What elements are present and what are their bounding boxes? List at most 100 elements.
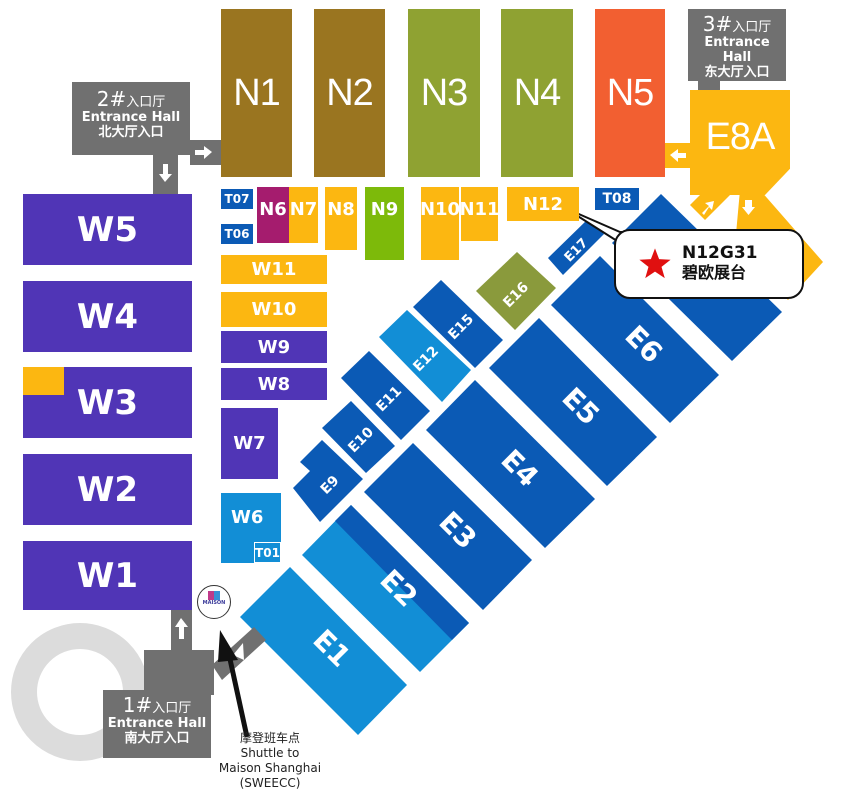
hall-n12-label: N12 <box>522 193 564 215</box>
w3-highlight-block <box>23 367 64 395</box>
entrance-east[interactable]: 3#入口厅 Entrance Hall 东大厅入口 <box>688 9 786 81</box>
hall-n2-label: N2 <box>326 71 374 114</box>
hall-e12[interactable] <box>379 310 471 402</box>
hall-e4[interactable] <box>426 380 595 548</box>
shuttle-arrow-line <box>225 649 250 738</box>
maison-logo[interactable]: MAISON <box>197 585 231 619</box>
hall-t01[interactable]: T01 <box>254 542 281 563</box>
hall-e2[interactable] <box>302 505 469 672</box>
entrance-south-num: 1# <box>122 693 153 717</box>
hall-e8a-label: E8A <box>705 116 776 158</box>
hall-w11[interactable]: W11 <box>221 255 327 284</box>
hall-t06[interactable]: T06 <box>221 224 253 244</box>
hall-n6[interactable]: N6 <box>257 187 289 243</box>
hall-w1[interactable]: W1 <box>23 541 192 610</box>
hall-t07-label: T07 <box>224 192 250 206</box>
entrance-north-zh: 北大厅入口 <box>98 124 164 140</box>
hall-e3[interactable] <box>364 443 532 610</box>
hall-n8-label: N8 <box>327 199 355 220</box>
entrance-south-zh: 南大厅入口 <box>124 730 190 746</box>
hall-e15[interactable] <box>413 280 503 368</box>
hall-w4-label: W4 <box>76 296 139 337</box>
e8a-n5-connector <box>665 143 690 168</box>
entrance-north-zh-title: 入口厅 <box>126 95 166 110</box>
hall-n5[interactable]: N5 <box>595 9 665 177</box>
hall-e9[interactable] <box>293 440 363 522</box>
hall-t07[interactable]: T07 <box>221 189 253 209</box>
entrance-north[interactable]: 2#入口厅 Entrance Hall 北大厅入口 <box>72 82 190 155</box>
entrance-north-connector-down <box>153 155 178 194</box>
entrance-east-en: Entrance Hall <box>704 35 770 65</box>
shuttle-zh: 摩登班车点 <box>239 731 300 745</box>
hall-n9-label: N9 <box>370 199 399 220</box>
hall-e11[interactable] <box>341 351 430 440</box>
hall-n9[interactable]: N9 <box>365 187 404 260</box>
hall-w2-label: W2 <box>76 469 139 510</box>
hall-t06-label: T06 <box>224 227 250 241</box>
hall-w4[interactable]: W4 <box>23 281 192 352</box>
hall-e1[interactable] <box>240 567 407 735</box>
hall-w5[interactable]: W5 <box>23 194 192 265</box>
arrow-left-icon <box>670 149 686 162</box>
hall-n4[interactable]: N4 <box>501 9 573 177</box>
arrow-down-icon <box>742 200 755 215</box>
hall-n11-label: N11 <box>459 199 500 220</box>
entrance-south-zh-title: 入口厅 <box>152 701 192 716</box>
hall-w6-label: W6 <box>231 507 264 528</box>
booth-callout[interactable]: N12G31 碧欧展台 <box>614 229 804 299</box>
entrance-south-en: Entrance Hall <box>107 716 207 731</box>
hall-w9[interactable]: W9 <box>221 331 327 363</box>
hall-w1-label: W1 <box>76 555 139 596</box>
entrance-south-block <box>144 650 214 695</box>
hall-n5-label: N5 <box>606 71 655 114</box>
hall-w2[interactable]: W2 <box>23 454 192 525</box>
hall-w3[interactable]: W3 <box>23 367 192 438</box>
arrow-up-right-icon <box>233 643 244 660</box>
hall-w10-label: W10 <box>251 299 297 320</box>
hall-n1-label: N1 <box>233 71 281 114</box>
hall-n11[interactable]: N11 <box>459 187 500 241</box>
hall-n6-label: N6 <box>259 199 287 220</box>
hall-w9-label: W9 <box>257 336 291 358</box>
hall-e16[interactable] <box>476 252 556 330</box>
entrance-east-zh: 东大厅入口 <box>704 64 770 80</box>
hall-n2[interactable]: N2 <box>314 9 385 177</box>
entrance-east-stem <box>698 81 720 90</box>
hall-w8-label: W8 <box>257 373 291 395</box>
entrance-south-stem <box>171 610 192 652</box>
entrance-east-zh-title: 入口厅 <box>732 20 772 35</box>
shuttle-arrow-head-icon <box>218 630 238 662</box>
hall-w8[interactable]: W8 <box>221 368 327 400</box>
hall-n7-label: N7 <box>289 199 318 220</box>
hall-e5[interactable] <box>489 318 657 486</box>
hall-t08[interactable]: T08 <box>595 188 639 210</box>
hall-e6[interactable] <box>551 256 719 423</box>
hall-n12[interactable]: N12 <box>507 187 579 221</box>
hall-n3[interactable]: N3 <box>408 9 480 177</box>
hall-t01-label: T01 <box>255 545 280 560</box>
hall-n8[interactable]: N8 <box>325 187 357 250</box>
booth-name: 碧欧展台 <box>682 263 747 283</box>
entrance-north-connector-right <box>190 140 221 165</box>
hall-n4-label: N4 <box>513 71 562 114</box>
hall-n10-label: N10 <box>419 199 461 220</box>
arrow-down-left-icon <box>702 201 714 215</box>
hall-n3-label: N3 <box>420 71 469 114</box>
hall-w7[interactable]: W7 <box>221 408 278 479</box>
hall-n1[interactable]: N1 <box>221 9 292 177</box>
hall-w10[interactable]: W10 <box>221 292 327 327</box>
hall-e8a[interactable]: E8A <box>690 90 790 195</box>
hall-w5-label: W5 <box>76 209 139 250</box>
hall-n10[interactable]: N10 <box>419 187 461 260</box>
hall-w11-label: W11 <box>251 259 297 280</box>
entrance-south[interactable]: 1#入口厅 Entrance Hall 南大厅入口 <box>103 690 211 758</box>
shuttle-line1: Shuttle to <box>240 746 300 760</box>
hall-e10[interactable] <box>322 401 395 473</box>
shuttle-info: 摩登班车点 Shuttle to Maison Shanghai (SWEECC… <box>200 731 340 791</box>
hall-n7[interactable]: N7 <box>289 187 318 243</box>
entrance-east-num: 3# <box>702 12 733 36</box>
entrance-north-en: Entrance Hall <box>81 110 181 125</box>
hall-e17[interactable] <box>548 218 604 275</box>
hall-t08-label: T08 <box>602 191 632 207</box>
